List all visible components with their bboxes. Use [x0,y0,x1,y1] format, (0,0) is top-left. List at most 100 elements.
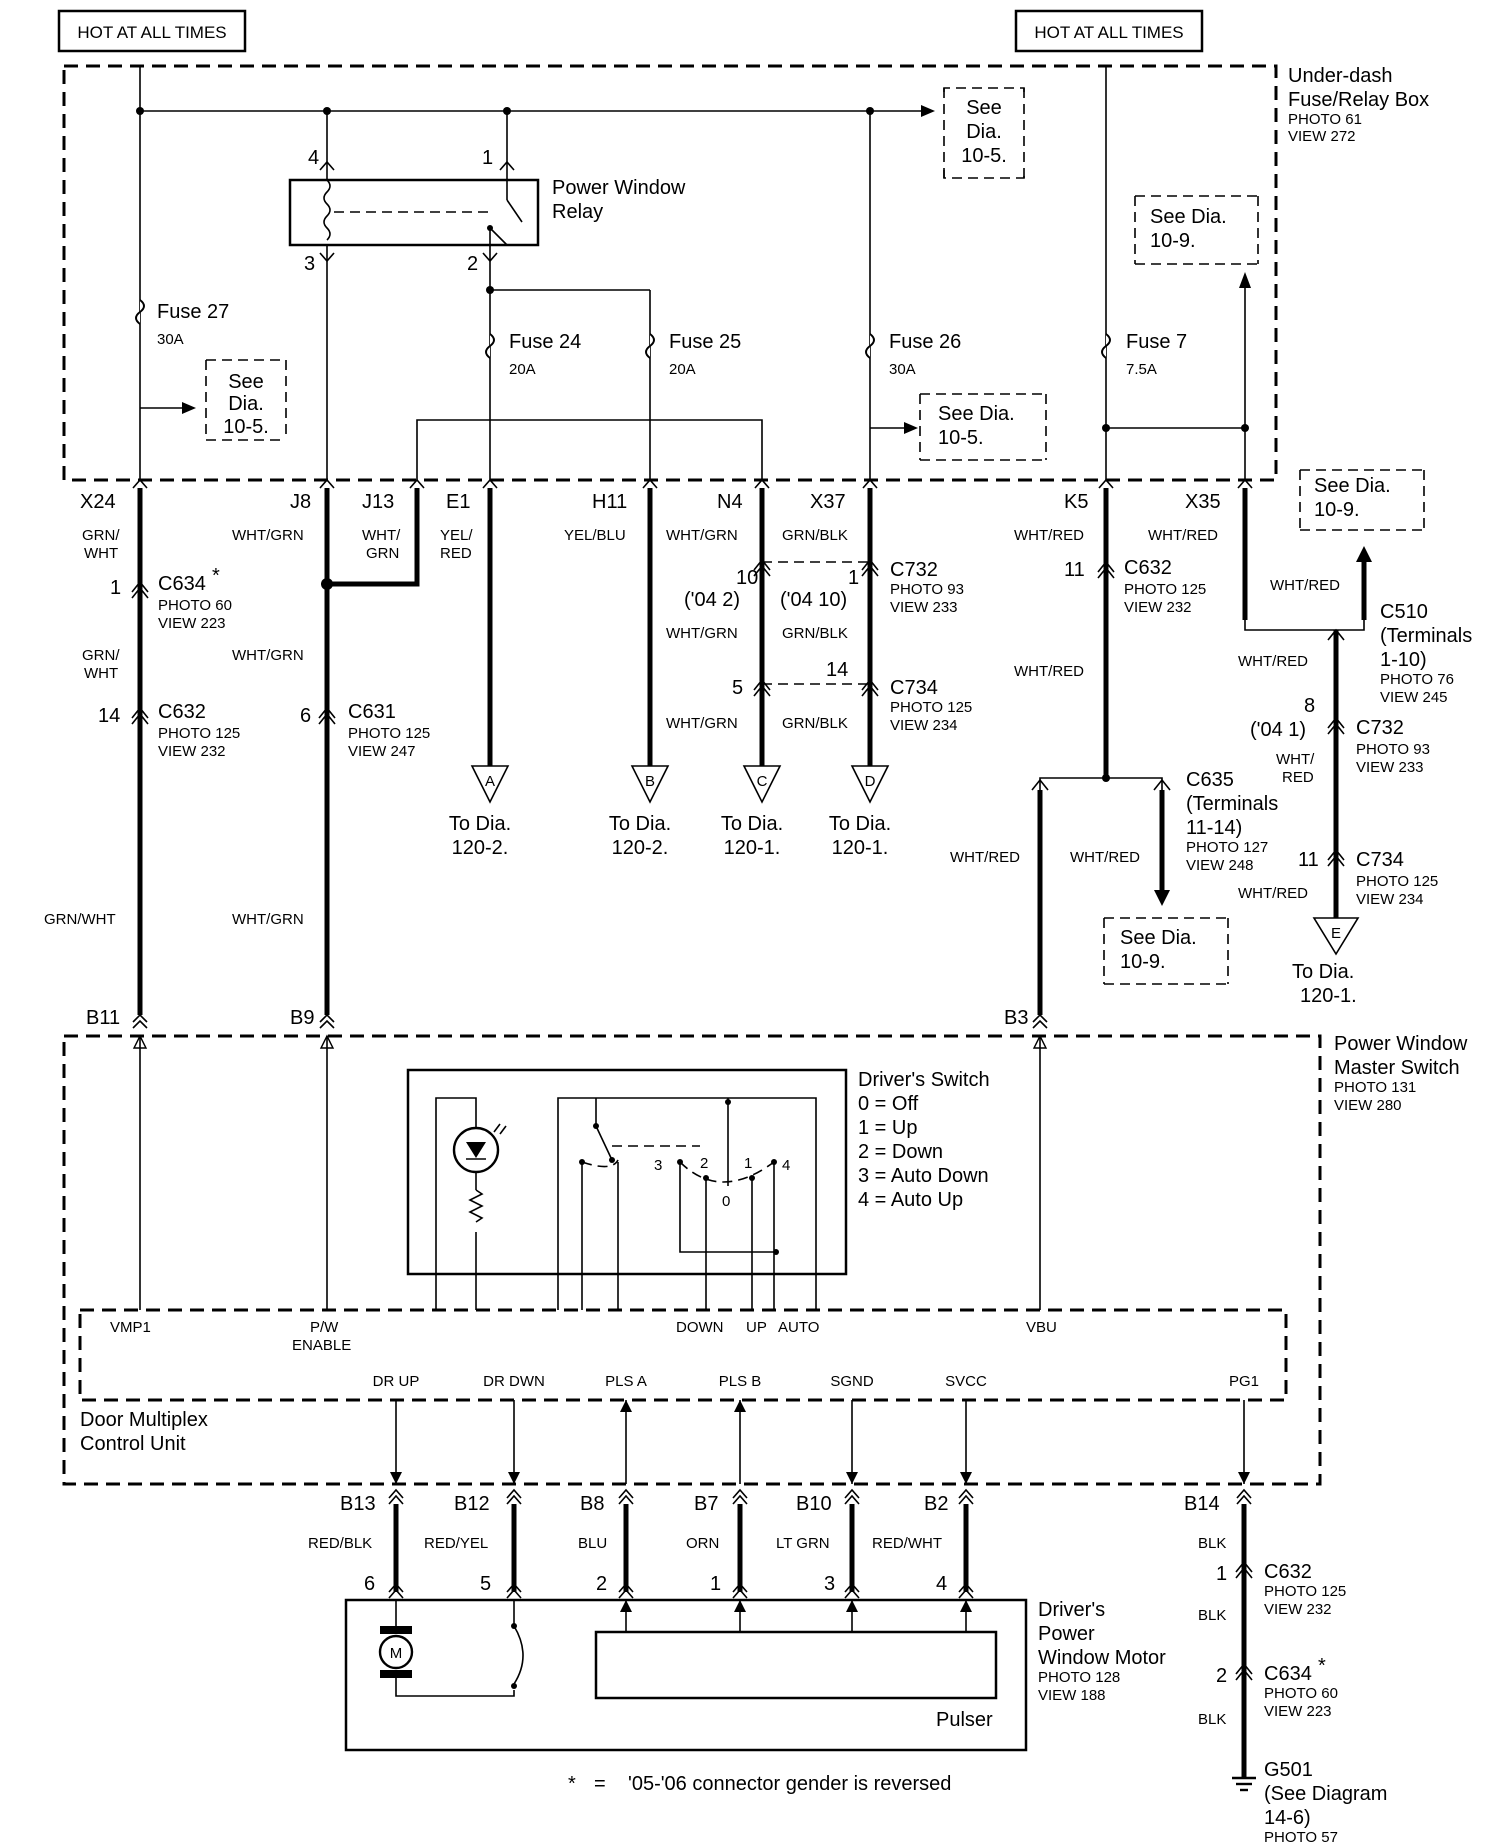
motor-title-2: Power [1038,1623,1095,1645]
mux-in-vmp1: VMP1 [110,1319,151,1336]
c732-mid-pin-l: 10 [736,567,758,589]
relay-pin-4: 4 [308,147,319,169]
wc-e1-2: RED [440,545,472,562]
hot-label-box-left [57,9,247,53]
motor-pin-6: 6 [364,1573,375,1595]
offpage-c-to: To Dia. [721,813,783,835]
wc-x37-c: GRN/BLK [782,715,848,732]
wire-k5 [1037,478,1170,1015]
ground-line2: (See Diagram [1264,1783,1387,1805]
c734-right-photo: PHOTO 125 [1356,873,1438,890]
offpage-d-to: To Dia. [829,813,891,835]
fuse-7-symbol [1101,333,1111,359]
motor-pin-1: 1 [710,1573,721,1595]
fuse-7-name: Fuse 7 [1126,331,1187,353]
mux-in-pw: P/W [310,1319,339,1336]
c632-left-pin: 14 [98,705,120,727]
c632-bot-name: C632 [1264,1561,1312,1583]
mux-out-svcc: SVCC [945,1373,987,1390]
resistor-icon [468,1189,484,1223]
c634-top-pin: 1 [110,577,121,599]
fuse-24-symbol [485,333,495,359]
relay-pin-3: 3 [304,253,315,275]
drivers-switch-legend-3: 3 = Auto Down [858,1165,989,1187]
see-ref-a-2: Dia. [966,121,1002,143]
motor-pin-3: 3 [824,1573,835,1595]
wc-x35-b: WHT/RED [1270,577,1340,594]
wc-b14-c: BLK [1198,1711,1226,1728]
see-ref-d-1: See Dia. [938,403,1015,425]
wc-n4-a: WHT/GRN [666,527,738,544]
c632-left-view: VIEW 232 [158,743,226,760]
wc-x37-b: GRN/BLK [782,625,848,642]
hot-label-box-right [1014,9,1204,53]
wc-n4-c: WHT/GRN [666,715,738,732]
switch-pos-4: 4 [782,1157,790,1174]
motor-title-1: Driver's [1038,1599,1105,1621]
c632-right-view: VIEW 232 [1124,599,1192,616]
wire-x24 [132,478,148,1015]
see-ref-a-1: See [966,97,1002,119]
c631-view: VIEW 247 [348,743,416,760]
wc-b13: RED/BLK [308,1535,372,1552]
fuse-relay-box-photo: PHOTO 61 [1288,111,1362,128]
term-x24: X24 [80,491,116,513]
wc-x35-c: WHT/RED [1238,653,1308,670]
offpage-d: D To Dia. 120-1. [829,765,891,859]
c732-right-name: C732 [1356,717,1404,739]
wc-b14-b: BLK [1198,1607,1226,1624]
fuse-27-rating: 30A [157,331,184,348]
see-ref-b-2: 10-9. [1150,230,1196,252]
offpage-e: E To Dia. 120-1. [1292,917,1360,1007]
pulser-label: Pulser [936,1709,993,1731]
wire-n4 [754,478,770,766]
wc-h11: YEL/BLU [564,527,626,544]
c732-mid-pin-l-alt: ('04 2) [684,589,740,611]
motor-photo: PHOTO 128 [1038,1669,1120,1686]
offpage-e-dia: 120-1. [1300,985,1357,1007]
wc-n4-b: WHT/GRN [666,625,738,642]
mux-output-lines [390,1400,1250,1484]
c734-mid-pin-l: 5 [732,677,743,699]
c634-top-name: C634 [158,573,206,595]
offpage-b-dia: 120-2. [612,837,669,859]
connector-chevrons [131,558,1345,867]
c634-bot-name: C634 [1264,1663,1312,1685]
c510-name: C510 [1380,601,1428,623]
c510-view: VIEW 245 [1380,689,1448,706]
door-mux-title-2: Control Unit [80,1433,186,1455]
wc-b2: RED/WHT [872,1535,942,1552]
fuse-26-symbol [865,333,875,359]
c734-mid-view: VIEW 234 [890,717,958,734]
see-ref-d-2: 10-5. [938,427,984,449]
offpage-d-letter: D [865,773,876,790]
c634-top-view: VIEW 223 [158,615,226,632]
master-switch-view: VIEW 280 [1334,1097,1402,1114]
wc-k5-a: WHT/RED [1014,527,1084,544]
wc-j8-a: WHT/GRN [232,527,304,544]
see-ref-b-1: See Dia. [1150,206,1227,228]
switch-pos-1: 1 [744,1155,752,1172]
c732-right-view: VIEW 233 [1356,759,1424,776]
footnote-star: * [568,1773,576,1795]
relay-pin-1: 1 [482,147,493,169]
c632-left-name: C632 [158,701,206,723]
drivers-switch-legend-4: 4 = Auto Up [858,1189,963,1211]
wc-x24-a1: GRN/ [82,527,120,544]
ground-photo: PHOTO 57 [1264,1829,1338,1846]
term-b9: B9 [290,1007,314,1029]
fuse-7-rating: 7.5A [1126,361,1157,378]
term-b3: B3 [1004,1007,1028,1029]
offpage-d-dia: 120-1. [832,837,889,859]
offpage-a-dia: 120-2. [452,837,509,859]
wc-x24-b1: GRN/ [82,647,120,664]
fuse-relay-box-title-1: Under-dash [1288,65,1393,87]
wc-j8-b: WHT/GRN [232,647,304,664]
relay-title-2: Relay [552,201,603,223]
wc-b14-a: BLK [1198,1535,1226,1552]
master-switch-title-1: Power Window [1334,1033,1468,1055]
mux-in-down: DOWN [676,1319,724,1336]
c634-bot-view: VIEW 223 [1264,1703,1332,1720]
see-ref-a-3: 10-5. [961,145,1007,167]
offpage-c-dia: 120-1. [724,837,781,859]
